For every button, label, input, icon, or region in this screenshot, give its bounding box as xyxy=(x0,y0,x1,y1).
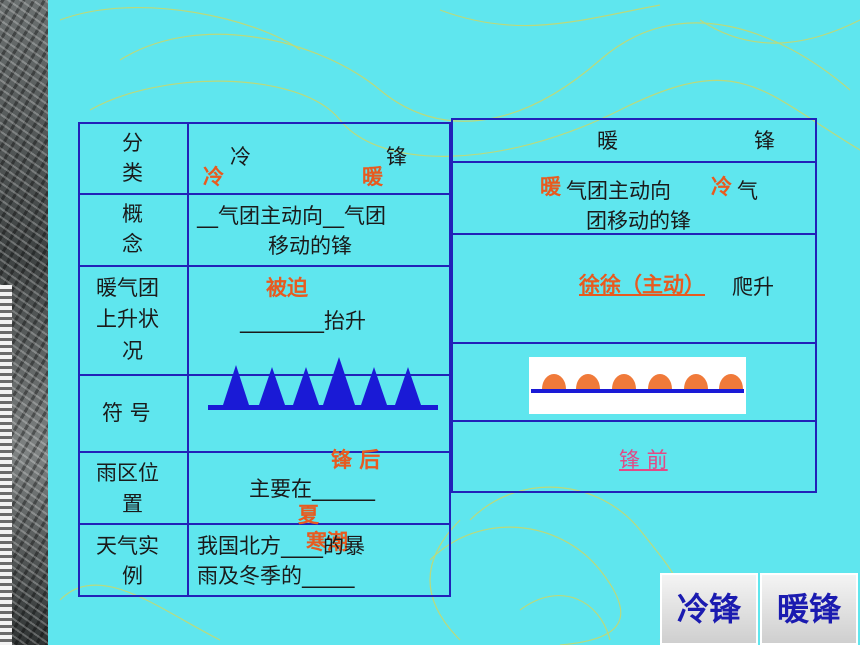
cold-front-title: 冷 xyxy=(230,145,251,169)
cold-front-symbol xyxy=(208,357,438,410)
right-table-row-divider xyxy=(451,420,817,422)
right-table-row-divider xyxy=(451,161,817,163)
right-rain-answer: 锋 前 xyxy=(619,448,668,472)
right-table-row-divider xyxy=(451,233,817,235)
answer-warm: 暖 xyxy=(362,165,383,189)
right-concept-answer-warm: 暖 xyxy=(540,175,561,199)
header-label-line1: 分 xyxy=(122,131,143,155)
rise-label-line3: 况 xyxy=(122,339,143,363)
warm-front-title: 暖 xyxy=(597,129,618,153)
cold-front-button[interactable]: 冷锋 xyxy=(660,573,758,645)
rise-label-line2: 上升状 xyxy=(96,307,159,331)
right-concept-answer-cold: 冷 xyxy=(711,175,732,199)
rain-text: 主要在______ xyxy=(249,477,375,501)
rise-label-line1: 暖气团 xyxy=(96,276,159,300)
right-rise-answer: 徐徐（主动） xyxy=(579,273,705,297)
rain-answer: 锋 后 xyxy=(331,448,381,472)
weather-answer-summer: 夏 xyxy=(298,503,319,527)
weather-text-line2: 雨及冬季的_____ xyxy=(197,564,355,588)
weather-answer-cold-wave: 寒潮 xyxy=(306,530,348,554)
warm-front-table xyxy=(451,118,817,493)
right-concept-line2: 团移动的锋 xyxy=(586,209,691,233)
rise-answer: 被迫 xyxy=(266,276,308,300)
cold-front-title-front: 锋 xyxy=(386,145,407,169)
warm-front-symbol xyxy=(529,357,746,414)
right-concept-mid: 气团主动向 xyxy=(566,179,671,203)
symbol-label: 符 号 xyxy=(102,401,151,425)
strip-dotted-line xyxy=(0,285,12,645)
rise-text: ________抬升 xyxy=(240,309,366,333)
left-table-column-divider xyxy=(187,122,189,597)
concept-label-line2: 念 xyxy=(122,232,143,256)
right-concept-end: 气 xyxy=(737,179,758,203)
right-table-row-divider xyxy=(451,342,817,344)
rain-label-line1: 雨区位 xyxy=(96,461,159,485)
right-rise-suffix: 爬升 xyxy=(732,275,774,299)
concept-text-line1: __气团主动向__气团 xyxy=(197,204,386,228)
left-table-row-divider xyxy=(78,523,451,525)
header-label-line2: 类 xyxy=(122,161,143,185)
left-table-row-divider xyxy=(78,193,451,195)
concept-label-line1: 概 xyxy=(122,202,143,226)
side-decoration-strip xyxy=(0,0,48,645)
cold-front-table xyxy=(78,122,451,597)
weather-label-line2: 例 xyxy=(122,564,143,588)
left-table-row-divider xyxy=(78,451,451,453)
warm-front-button[interactable]: 暖锋 xyxy=(760,573,858,645)
weather-text-line1: 我国北方____的暴 xyxy=(197,534,365,558)
warm-front-title-front: 锋 xyxy=(754,129,775,153)
left-table-row-divider xyxy=(78,265,451,267)
rain-label-line2: 置 xyxy=(122,492,143,516)
weather-label-line1: 天气实 xyxy=(96,534,159,558)
left-table-row-divider xyxy=(78,374,451,376)
concept-text-line2: 移动的锋 xyxy=(268,234,352,258)
answer-cold: 冷 xyxy=(203,165,224,189)
